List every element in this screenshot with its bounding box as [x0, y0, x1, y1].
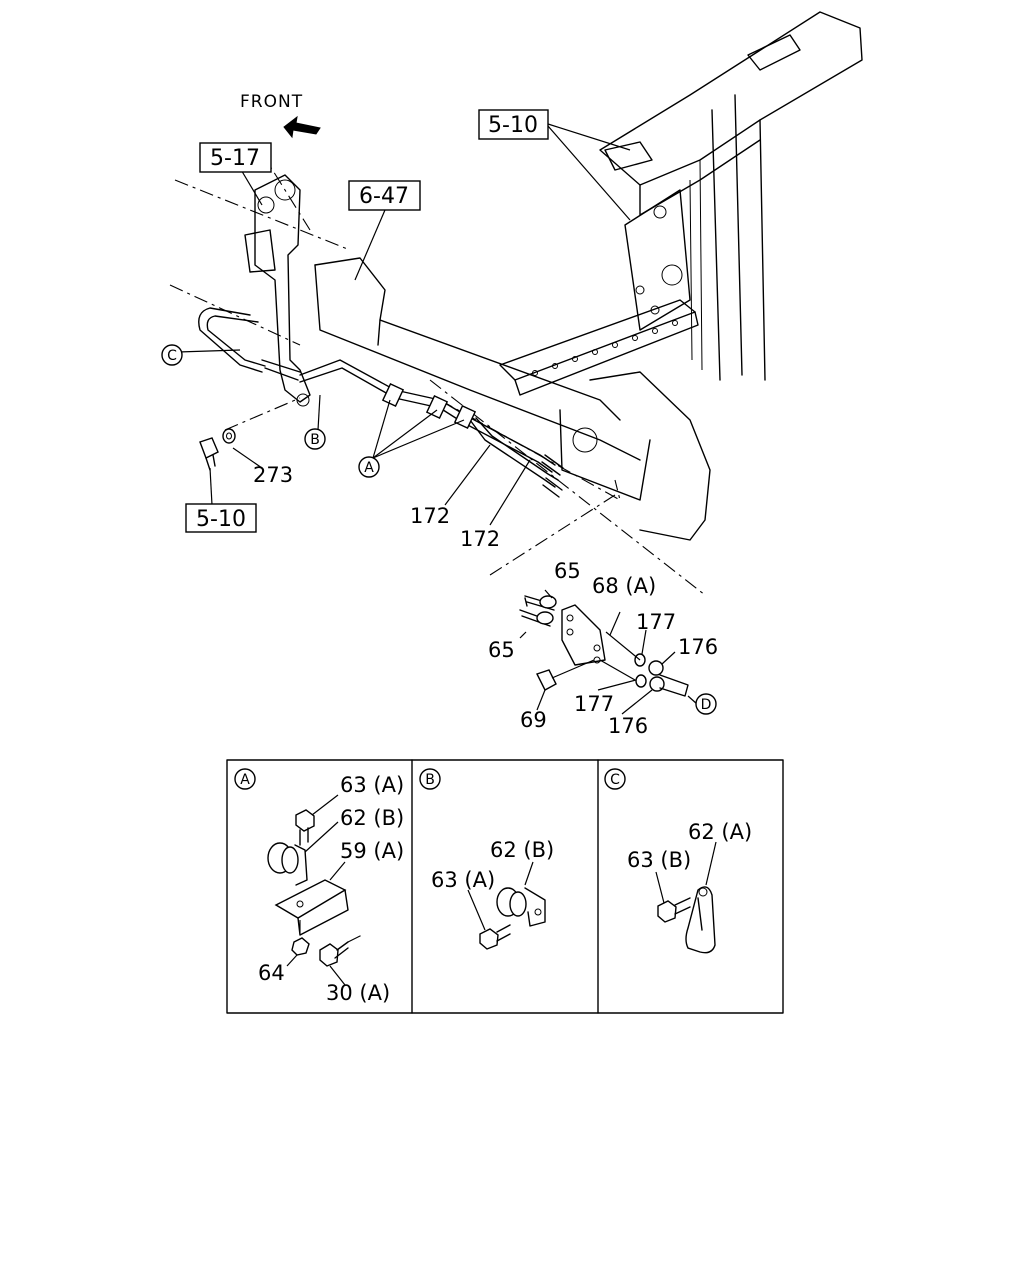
svg-text:A: A: [364, 460, 374, 476]
pipe-assembly: [198, 174, 564, 498]
label-63a: 63 (A): [340, 773, 404, 797]
callout-69: 69: [520, 708, 547, 732]
label-59a: 59 (A): [340, 839, 404, 863]
callout-177: 177: [574, 692, 614, 716]
front-arrow-icon: [283, 115, 321, 139]
detail-panels: [226, 759, 784, 1014]
ref-box-5-10-bottom: 5-10: [185, 503, 257, 533]
label-64: 64: [258, 961, 285, 985]
callout-172: 172: [460, 527, 500, 551]
circle-ref-c-main: C: [161, 344, 183, 366]
label-62b: 62 (B): [340, 806, 404, 830]
ref-box-5-10-top: 5-10: [478, 109, 549, 140]
ref-box-5-17: 5-17: [199, 142, 272, 173]
svg-text:D: D: [701, 697, 712, 713]
label-62a: 62 (A): [688, 820, 752, 844]
label-62b: 62 (B): [490, 838, 554, 862]
callout-177: 177: [636, 610, 676, 634]
bolt-273-group: [199, 428, 263, 506]
svg-text:B: B: [425, 772, 435, 788]
callout-65: 65: [554, 559, 581, 583]
part-callouts: 273 172 172 65 65 68 (A) 177 177 176 176…: [253, 463, 718, 738]
front-label: FRONT: [240, 92, 303, 112]
detail-panel-c: C 62 (A) 63 (B): [604, 768, 752, 954]
svg-text:A: A: [240, 772, 250, 788]
callout-68a: 68 (A): [592, 574, 656, 598]
label-63b: 63 (B): [627, 848, 691, 872]
circle-ref-b-main: B: [304, 428, 326, 450]
leader-lines: [177, 123, 631, 526]
front-indicator: FRONT: [240, 92, 321, 139]
svg-text:C: C: [610, 772, 620, 788]
circle-ref-d-main: D: [695, 693, 717, 715]
detail-panel-b: B 62 (B) 63 (A): [419, 768, 554, 950]
callout-172: 172: [410, 504, 450, 528]
detail-panel-a: A 63 (A) 62 (B) 59 (A) 64 30 (A): [234, 768, 404, 1005]
chassis-drawing: [169, 11, 863, 596]
bracket-explode-group: [519, 589, 698, 715]
label-63a: 63 (A): [431, 868, 495, 892]
ref-box-6-47: 6-47: [348, 180, 421, 211]
svg-text:B: B: [310, 432, 320, 448]
label-30a: 30 (A): [326, 981, 390, 1005]
svg-text:5-10: 5-10: [488, 113, 538, 138]
svg-text:5-17: 5-17: [210, 146, 260, 171]
svg-text:5-10: 5-10: [196, 507, 246, 532]
svg-text:C: C: [167, 348, 177, 364]
callout-176: 176: [678, 635, 718, 659]
callout-65: 65: [488, 638, 515, 662]
circle-ref-a-main: A: [358, 456, 380, 478]
callout-273: 273: [253, 463, 293, 487]
svg-text:6-47: 6-47: [359, 184, 409, 209]
callout-176: 176: [608, 714, 648, 738]
